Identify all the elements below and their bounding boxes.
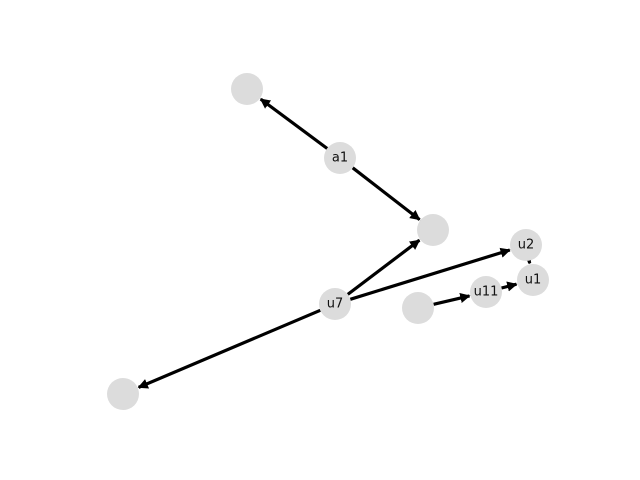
node-circle bbox=[470, 276, 502, 308]
node-circle bbox=[417, 214, 449, 246]
node-n_top bbox=[231, 73, 263, 105]
node-label: u7 bbox=[327, 297, 344, 312]
node-circle bbox=[319, 288, 351, 320]
node-u1: u1 bbox=[517, 264, 549, 296]
edge-u11-to-u1 bbox=[501, 281, 518, 292]
edge-a1-to-n_top bbox=[259, 97, 329, 150]
node-u11: u11 bbox=[470, 276, 502, 308]
node-circle bbox=[107, 378, 139, 410]
node-u7: u7 bbox=[319, 288, 351, 320]
edge-u7-to-n_mid bbox=[346, 238, 421, 296]
node-circle bbox=[517, 264, 549, 296]
node-circle bbox=[402, 292, 434, 324]
node-label: a1 bbox=[332, 151, 348, 166]
edge-n_src-to-u11 bbox=[433, 293, 471, 306]
node-label: u2 bbox=[518, 238, 535, 253]
node-label: u11 bbox=[474, 285, 499, 300]
edge-u7-to-u2 bbox=[349, 247, 511, 301]
nodes-layer: a1 u2 u1 u11 u7 bbox=[107, 73, 549, 410]
edge-u2-to-u1 bbox=[522, 253, 533, 265]
node-n_bottom bbox=[107, 378, 139, 410]
node-circle bbox=[231, 73, 263, 105]
node-n_src bbox=[402, 292, 434, 324]
node-u2: u2 bbox=[510, 229, 542, 261]
node-n_mid bbox=[417, 214, 449, 246]
node-label: u1 bbox=[525, 273, 542, 288]
edges-layer bbox=[137, 97, 533, 389]
node-circle bbox=[324, 142, 356, 174]
node-circle bbox=[510, 229, 542, 261]
node-a1: a1 bbox=[324, 142, 356, 174]
edge-u7-to-n_bottom bbox=[137, 308, 321, 389]
edge-a1-to-n_mid bbox=[351, 166, 421, 221]
